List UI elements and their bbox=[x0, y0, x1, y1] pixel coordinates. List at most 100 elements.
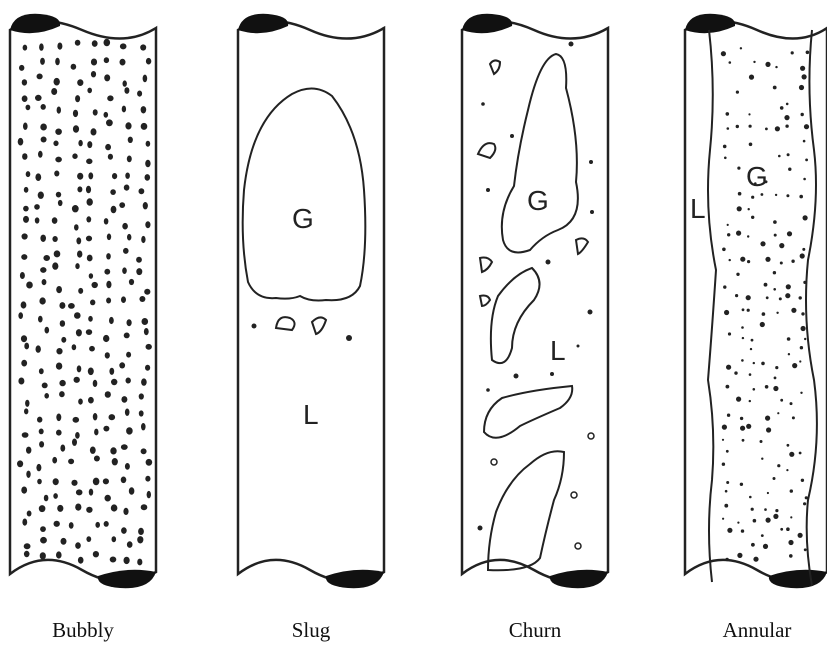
bubble bbox=[37, 479, 42, 485]
bubble bbox=[24, 408, 28, 414]
droplet bbox=[774, 377, 777, 380]
bubble bbox=[94, 429, 98, 436]
bubble bbox=[147, 491, 151, 498]
bubble bbox=[38, 316, 43, 323]
bubble bbox=[109, 317, 114, 324]
droplet bbox=[729, 61, 732, 64]
bubble bbox=[88, 368, 94, 376]
bubble bbox=[23, 45, 28, 51]
bubble bbox=[145, 160, 150, 167]
droplet bbox=[746, 424, 751, 429]
bubble bbox=[119, 202, 125, 208]
droplet bbox=[749, 496, 752, 499]
bubble bbox=[23, 206, 29, 212]
droplet bbox=[775, 509, 778, 512]
droplet bbox=[785, 293, 790, 298]
droplet bbox=[737, 206, 742, 211]
droplet bbox=[749, 143, 753, 147]
droplet bbox=[753, 557, 758, 562]
bubble bbox=[76, 489, 83, 495]
droplet bbox=[724, 504, 728, 508]
bubble bbox=[137, 91, 142, 97]
bubble bbox=[21, 487, 27, 494]
bubble bbox=[139, 410, 144, 416]
droplet bbox=[740, 257, 745, 262]
bubble bbox=[22, 95, 28, 102]
droplet bbox=[799, 195, 803, 199]
droplet bbox=[773, 288, 776, 291]
bubble bbox=[45, 327, 50, 334]
bubble bbox=[106, 298, 111, 304]
bubble bbox=[127, 234, 131, 241]
bubble bbox=[41, 137, 47, 143]
bubble bbox=[103, 426, 109, 432]
bubble bbox=[122, 223, 128, 230]
droplet bbox=[722, 518, 724, 520]
bubble bbox=[108, 154, 113, 160]
droplet bbox=[787, 444, 790, 447]
bubble bbox=[40, 124, 47, 131]
bubble bbox=[53, 493, 58, 499]
bubble bbox=[39, 297, 45, 304]
bubble bbox=[86, 186, 91, 194]
bubble bbox=[106, 119, 113, 126]
bubble bbox=[72, 344, 77, 350]
bubble bbox=[75, 432, 80, 439]
bubble bbox=[111, 504, 118, 511]
droplet bbox=[761, 534, 764, 537]
bubble bbox=[36, 345, 41, 352]
bubble bbox=[126, 427, 133, 434]
bubble bbox=[44, 495, 49, 502]
bubble bbox=[24, 343, 29, 350]
droplet bbox=[761, 362, 765, 366]
droplet bbox=[749, 125, 752, 128]
bubble bbox=[136, 257, 142, 263]
bubble bbox=[56, 363, 62, 370]
droplet bbox=[778, 155, 781, 158]
droplet bbox=[736, 397, 741, 402]
bubble bbox=[95, 522, 100, 528]
bubble bbox=[88, 397, 94, 404]
pipe-annular: G L bbox=[685, 14, 827, 588]
bubble bbox=[86, 507, 92, 513]
droplet bbox=[773, 220, 777, 224]
bubble bbox=[54, 171, 59, 177]
bubble bbox=[38, 151, 43, 158]
bubble bbox=[137, 559, 142, 566]
bubble bbox=[94, 456, 100, 462]
droplet bbox=[799, 296, 802, 299]
droplet bbox=[803, 281, 806, 284]
bubble bbox=[90, 300, 95, 306]
small-dot bbox=[252, 324, 257, 329]
caption-bubbly: Bubbly bbox=[3, 618, 163, 643]
bubble bbox=[145, 365, 150, 371]
bubble bbox=[24, 187, 29, 193]
droplet bbox=[761, 458, 763, 460]
pipe-churn: G L bbox=[462, 14, 608, 588]
bubble bbox=[86, 536, 91, 542]
caption-slug: Slug bbox=[231, 618, 391, 643]
bubble bbox=[59, 380, 65, 386]
droplet bbox=[721, 51, 726, 56]
bubble bbox=[75, 504, 81, 511]
bubble bbox=[121, 396, 127, 403]
droplet bbox=[775, 366, 778, 369]
droplet bbox=[723, 285, 726, 288]
bubble bbox=[24, 543, 31, 549]
droplet bbox=[786, 469, 788, 471]
bubble bbox=[107, 95, 113, 101]
bubble bbox=[141, 378, 147, 385]
bubble bbox=[72, 205, 79, 212]
churn-label-gas: G bbox=[527, 185, 549, 216]
bubble bbox=[139, 296, 145, 302]
droplet bbox=[773, 86, 777, 90]
droplet bbox=[788, 540, 793, 545]
bubble bbox=[21, 360, 27, 367]
bubble bbox=[141, 123, 148, 130]
bubble bbox=[53, 478, 59, 485]
bubble bbox=[103, 478, 109, 484]
droplet bbox=[800, 392, 802, 394]
bubble bbox=[59, 302, 65, 309]
bubble bbox=[104, 57, 109, 63]
droplet bbox=[799, 85, 804, 90]
